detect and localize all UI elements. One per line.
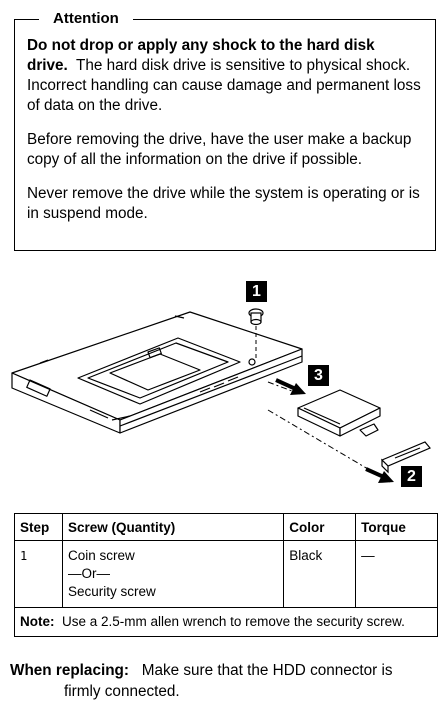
attention-paragraph-2: Before removing the drive, have the user… bbox=[27, 131, 412, 168]
attention-paragraph-1: Do not drop or apply any shock to the ha… bbox=[27, 36, 423, 116]
header-screw: Screw (Quantity) bbox=[61, 513, 285, 541]
header-step: Step bbox=[14, 513, 63, 541]
table-note-row: Note: Use a 2.5-mm allen wrench to remov… bbox=[14, 607, 438, 637]
header-color: Color bbox=[283, 513, 357, 541]
note-text: Use a 2.5-mm allen wrench to remove the … bbox=[62, 614, 405, 629]
note-label: Note: bbox=[20, 614, 55, 629]
replacing-label: When replacing: bbox=[10, 662, 129, 679]
torque-value: — bbox=[355, 540, 438, 608]
callout-1: 1 bbox=[246, 281, 267, 302]
step-value: 1 bbox=[14, 540, 63, 608]
attention-paragraph-1-text: The hard disk drive is sensitive to phys… bbox=[27, 57, 421, 114]
callout-3: 3 bbox=[308, 365, 329, 386]
attention-bold-lead: Do not drop or apply any shock to the ha… bbox=[27, 37, 375, 74]
hard-disk-drive bbox=[297, 389, 381, 437]
screw-line-1: Coin screw bbox=[67, 548, 135, 563]
slide-arrow-icon bbox=[275, 378, 306, 395]
attention-paragraph-3: Never remove the drive while the system … bbox=[27, 185, 420, 222]
screw-line-2: —Or— bbox=[67, 566, 110, 581]
replacing-note: When replacing: Make sure that the HDD c… bbox=[10, 660, 430, 702]
attention-legend: Attention bbox=[39, 9, 133, 29]
hdd-connector bbox=[380, 441, 431, 474]
replacing-line-1: When replacing: Make sure that the HDD c… bbox=[10, 660, 430, 681]
callout-2: 2 bbox=[401, 466, 422, 487]
color-value: Black bbox=[283, 540, 357, 608]
replacing-text-2: firmly connected. bbox=[64, 683, 180, 700]
coin-screw bbox=[248, 308, 264, 326]
laptop-hdd-diagram bbox=[11, 308, 431, 483]
replacing-text-1: Make sure that the HDD connector is bbox=[141, 662, 393, 679]
screw-table: Step Screw (Quantity) Color Torque 1 Coi… bbox=[14, 513, 438, 637]
attention-box: Attention Do not drop or apply any shock… bbox=[14, 9, 436, 251]
table-header-row: Step Screw (Quantity) Color Torque bbox=[14, 513, 438, 541]
table-row: 1 Coin screw —Or— Security screw Black — bbox=[14, 540, 438, 608]
hdd-removal-illustration: 1 3 2 bbox=[0, 270, 444, 500]
header-torque: Torque bbox=[355, 513, 438, 541]
hdd-cover-panel bbox=[77, 337, 241, 405]
screw-line-3: Security screw bbox=[67, 584, 156, 599]
note-cell: Note: Use a 2.5-mm allen wrench to remov… bbox=[14, 607, 438, 637]
screw-value: Coin screw —Or— Security screw bbox=[61, 540, 285, 608]
remove-arrow-icon bbox=[365, 467, 394, 483]
